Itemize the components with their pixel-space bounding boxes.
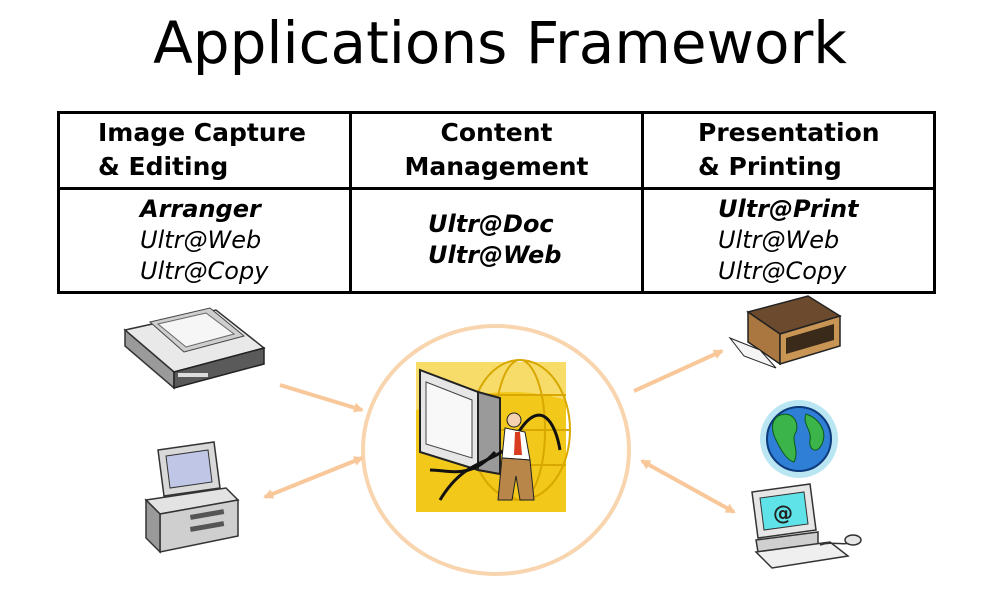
product-ultracopy: Ultr@Copy [140, 256, 269, 285]
products-content-management: Ultr@Doc Ultr@Web [349, 186, 644, 295]
header-line: & Printing [698, 152, 842, 182]
header-line: Presentation [698, 118, 880, 148]
product-ultracopy: Ultr@Copy [718, 256, 847, 285]
product-ultraweb: Ultr@Web [428, 241, 562, 270]
scanner-icon [123, 307, 266, 390]
network-connection-clipart-icon [416, 359, 571, 512]
product-arranger: Arranger [140, 194, 261, 223]
product-ultraweb: Ultr@Web [140, 225, 262, 254]
product-ultraweb: Ultr@Web [718, 225, 840, 254]
framework-table: Image Capture & Editing Content Manageme… [57, 111, 936, 295]
desktop-computer-icon [144, 441, 240, 554]
header-image-capture: Image Capture & Editing [57, 111, 352, 190]
globe-icon [760, 400, 838, 478]
header-line: & Editing [98, 152, 229, 182]
products-image-capture: Arranger Ultr@Web Ultr@Copy [57, 186, 352, 295]
arrows [263, 349, 736, 514]
arrow-computer-center [263, 456, 364, 499]
arrow-center-to-printer [633, 349, 724, 393]
email-computer-icon: @ [751, 483, 862, 569]
header-line: Content [440, 118, 553, 148]
table-body-row: Arranger Ultr@Web Ultr@Copy Ultr@Doc Ult… [57, 186, 936, 295]
header-content-management: Content Management [349, 111, 644, 190]
page-title: Applications Framework [153, 9, 847, 77]
header-presentation-printing: Presentation & Printing [641, 111, 936, 190]
arrow-center-email-computer [640, 459, 736, 514]
header-line: Image Capture [98, 118, 306, 148]
products-presentation-printing: Ultr@Print Ultr@Web Ultr@Copy [641, 186, 936, 295]
svg-text:@: @ [773, 501, 793, 525]
table-header-row: Image Capture & Editing Content Manageme… [57, 111, 936, 190]
product-ultraprint: Ultr@Print [718, 194, 859, 223]
product-ultradoc: Ultr@Doc [428, 210, 554, 239]
arrow-scanner-to-center [279, 383, 364, 413]
printer-icon [728, 295, 842, 369]
header-line: Management [404, 152, 589, 182]
central-ring [361, 324, 631, 576]
